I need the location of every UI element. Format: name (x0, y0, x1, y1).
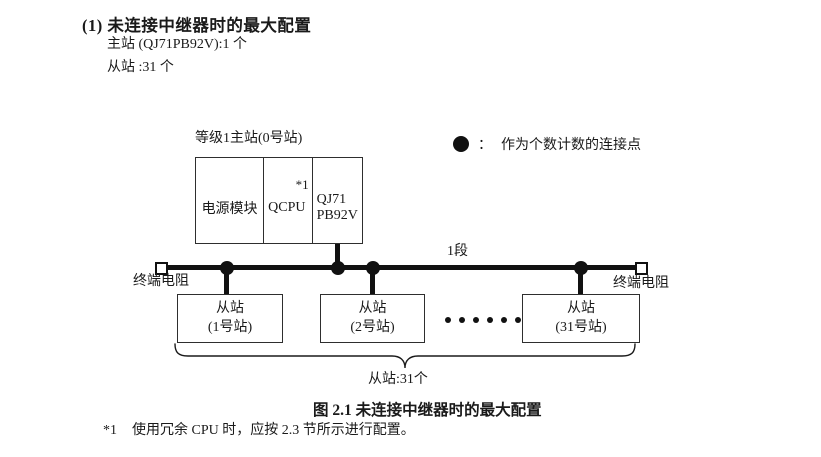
bus-line (168, 265, 636, 270)
ellipsis-dot-icon (473, 317, 479, 323)
ellipsis-dot-icon (445, 317, 451, 323)
slave-station-31-box: 从站 (31号站) (522, 294, 640, 343)
connection-point-icon (220, 261, 234, 275)
ellipsis-dot-icon (459, 317, 465, 323)
slave31-drop-line (578, 267, 583, 294)
terminating-resistor-right-label: 终端电阻 (613, 276, 669, 291)
slave-station-2-box: 从站 (2号站) (320, 294, 425, 343)
connection-point-icon (574, 261, 588, 275)
footnote-marker: *1 (103, 423, 117, 438)
master-station-label: 等级1主站(0号站) (195, 131, 303, 146)
ellipsis-dot-icon (487, 317, 493, 323)
footnote-ref-mark: *1 (295, 177, 309, 192)
connection-point-icon (366, 261, 380, 275)
master-station-box: 电源模块 *1 QCPU QJ71 PB92V (195, 157, 363, 244)
terminating-resistor-left-label: 终端电阻 (133, 274, 189, 289)
master-count-line: 主站 (QJ71PB92V):1 个 (107, 37, 248, 52)
footnote-text: 使用冗余 CPU 时，应按 2.3 节所示进行配置。 (132, 423, 415, 438)
ellipsis-dots (445, 317, 521, 323)
terminating-resistor-right-icon (635, 262, 648, 275)
terminating-resistor-left-icon (155, 262, 168, 275)
qj71pb92v-cell: QJ71 PB92V (313, 158, 362, 243)
qcpu-cell: *1 QCPU (264, 158, 313, 243)
brace-icon (174, 343, 636, 369)
legend: ： 作为个数计数的连接点 (453, 134, 641, 154)
power-module-label: 电源模块 (201, 201, 258, 217)
segment-label: 1段 (447, 244, 468, 259)
slave-total-label: 从站:31个 (368, 372, 428, 387)
section-title: (1) 未连接中继器时的最大配置 (82, 16, 312, 35)
slave-station-31-label: 从站 (31号站) (555, 300, 607, 335)
connection-point-icon (453, 136, 469, 152)
legend-separator: ： (478, 138, 492, 153)
slave-station-2-label: 从站 (2号站) (350, 300, 395, 335)
legend-text: 作为个数计数的连接点 (501, 138, 641, 153)
slave-station-1-box: 从站 (1号站) (177, 294, 283, 343)
master-drop-line (335, 244, 340, 268)
ellipsis-dot-icon (515, 317, 521, 323)
slave1-drop-line (224, 267, 229, 294)
connection-point-icon (331, 261, 345, 275)
slave-count-line: 从站 :31 个 (107, 60, 174, 75)
ellipsis-dot-icon (501, 317, 507, 323)
figure-caption: 图 2.1 未连接中继器时的最大配置 (313, 402, 542, 419)
qj71pb92v-label: QJ71 PB92V (316, 191, 358, 223)
slave-station-1-label: 从站 (1号站) (207, 300, 253, 335)
slave2-drop-line (370, 267, 375, 294)
power-module-cell: 电源模块 (196, 158, 265, 243)
qcpu-label: QCPU (268, 199, 306, 215)
